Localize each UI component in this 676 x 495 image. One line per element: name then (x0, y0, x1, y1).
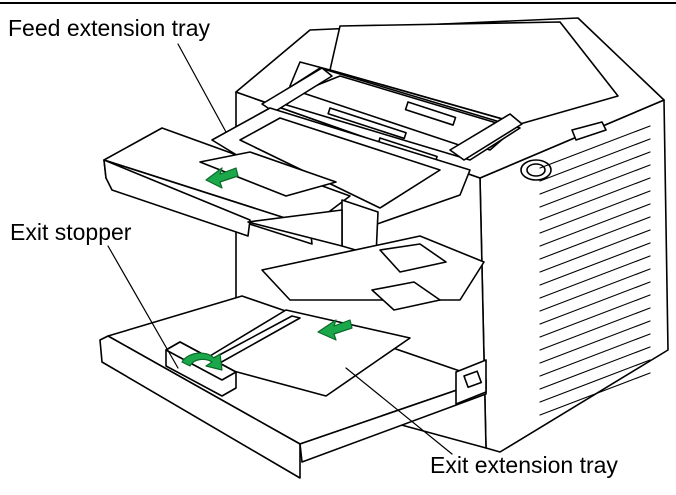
vent-slot (539, 190, 651, 234)
paper-guide-right (449, 113, 523, 161)
label-exit-extension-tray: Exit extension tray (430, 452, 618, 478)
lid-window (571, 121, 607, 141)
vent-slot (539, 229, 651, 273)
curved-arrow-icon (181, 352, 223, 371)
vent-slot (539, 294, 651, 338)
arrow-down-left-icon (205, 167, 239, 189)
exit-area (261, 235, 485, 311)
vent-slot (539, 281, 651, 325)
vent-slot (539, 125, 651, 169)
vent-slot (539, 359, 651, 403)
leader-lines (107, 43, 453, 455)
leader-exit (345, 367, 453, 455)
green-arrows (181, 167, 353, 371)
vent-slot (539, 151, 651, 195)
leader-stopper (107, 245, 179, 369)
feed-tray (211, 107, 471, 231)
vent-slot (539, 203, 651, 247)
vent-slot (539, 242, 651, 286)
vent-slot (539, 255, 651, 299)
vent-slot (539, 216, 651, 260)
exit-extension-tray (99, 295, 487, 479)
vent-slot (539, 320, 651, 364)
vent-slot (539, 333, 651, 377)
label-exit-stopper: Exit stopper (10, 219, 132, 245)
vent-slot (539, 138, 651, 182)
label-feed-extension-tray: Feed extension tray (8, 15, 211, 41)
vent-slot (539, 164, 651, 208)
leader-feed (177, 43, 227, 133)
vent-slot (539, 268, 651, 312)
feed-chute (261, 67, 523, 163)
side-vents (539, 125, 651, 416)
vent-slot (539, 372, 651, 416)
vent-slot (539, 346, 651, 390)
vent-slot (539, 177, 651, 221)
arrow-down-left-icon (317, 319, 353, 341)
vent-slot (539, 307, 651, 351)
